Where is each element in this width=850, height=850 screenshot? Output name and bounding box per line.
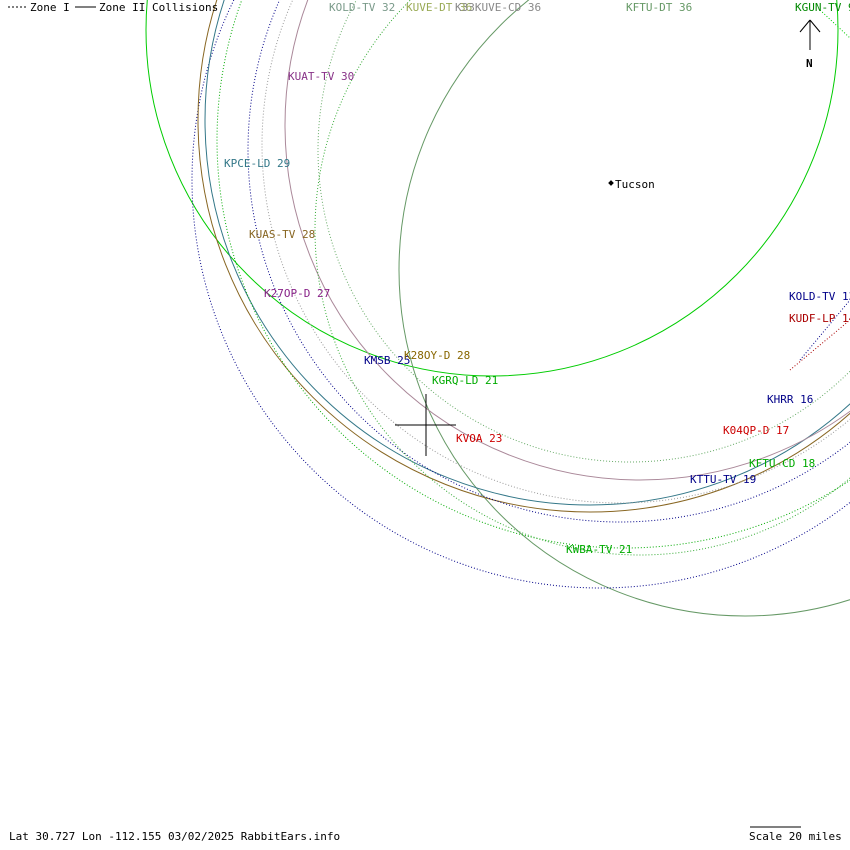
station-label[interactable]: KVOA 23: [456, 432, 502, 445]
contour-kftu-dt-36: [398, 0, 850, 617]
contour-kgun-tv-9-tick: [819, 9, 850, 39]
station-label[interactable]: KUVE-DT 36: [406, 1, 472, 14]
contour-kudf-lp-14-tick: [789, 319, 850, 371]
station-label[interactable]: KUDF-LP 14: [789, 312, 850, 325]
station-label[interactable]: K27OP-D 27: [264, 287, 330, 300]
contour-kuat-tv-30: [284, 0, 850, 481]
station-label[interactable]: KGUN-TV 9: [795, 1, 850, 14]
station-label[interactable]: KFTU-DT 36: [626, 1, 692, 14]
station-label[interactable]: KPCE-LD 29: [224, 157, 290, 170]
north-label: N: [806, 57, 813, 70]
station-label[interactable]: KUAS-TV 28: [249, 228, 315, 241]
station-label[interactable]: KGRQ-LD 21: [432, 374, 498, 387]
station-label[interactable]: K33KUVE-CD 36: [455, 1, 541, 14]
scale-label: Scale 20 miles: [749, 830, 842, 843]
north-arrow-icon: [799, 19, 821, 50]
legend-zone2-label: Zone II Collisions: [99, 1, 218, 14]
footer-coords: Lat 30.727 Lon -112.155 03/02/2025 Rabbi…: [9, 830, 341, 843]
station-label[interactable]: KHRR 16: [767, 393, 813, 406]
station-label[interactable]: KWBA-TV 21: [566, 543, 632, 556]
station-label[interactable]: KOLD-TV 13: [789, 290, 850, 303]
contour-kwba-tv-21: [216, 0, 850, 549]
contour-kgun-tv-9: [145, 0, 839, 377]
contour-kuve-dt-36: [314, 0, 850, 556]
station-label[interactable]: KUAT-TV 30: [288, 70, 354, 83]
station-label[interactable]: KFTU-CD 18: [749, 457, 815, 470]
station-label[interactable]: K28OY-D 28: [404, 349, 470, 362]
contour-kuas-tv-28: [197, 0, 850, 513]
station-label[interactable]: KMSB 25: [364, 354, 410, 367]
station-label[interactable]: K04QP-D 17: [723, 424, 789, 437]
legend-zone1-label: Zone I: [30, 1, 70, 14]
contour-kpce-ld-29: [204, 0, 850, 506]
city-marker-icon: [608, 180, 614, 186]
contour-kold-tv-13-tick: [799, 299, 850, 361]
contour-kmsb-25: [191, 0, 850, 589]
station-label[interactable]: KOLD-TV 32: [329, 1, 395, 14]
city-label: Tucson: [615, 178, 655, 191]
location-crosshair: [395, 394, 456, 456]
station-label[interactable]: KTTU-TV 19: [690, 473, 756, 486]
contour-kvoa-23: [317, 0, 850, 463]
